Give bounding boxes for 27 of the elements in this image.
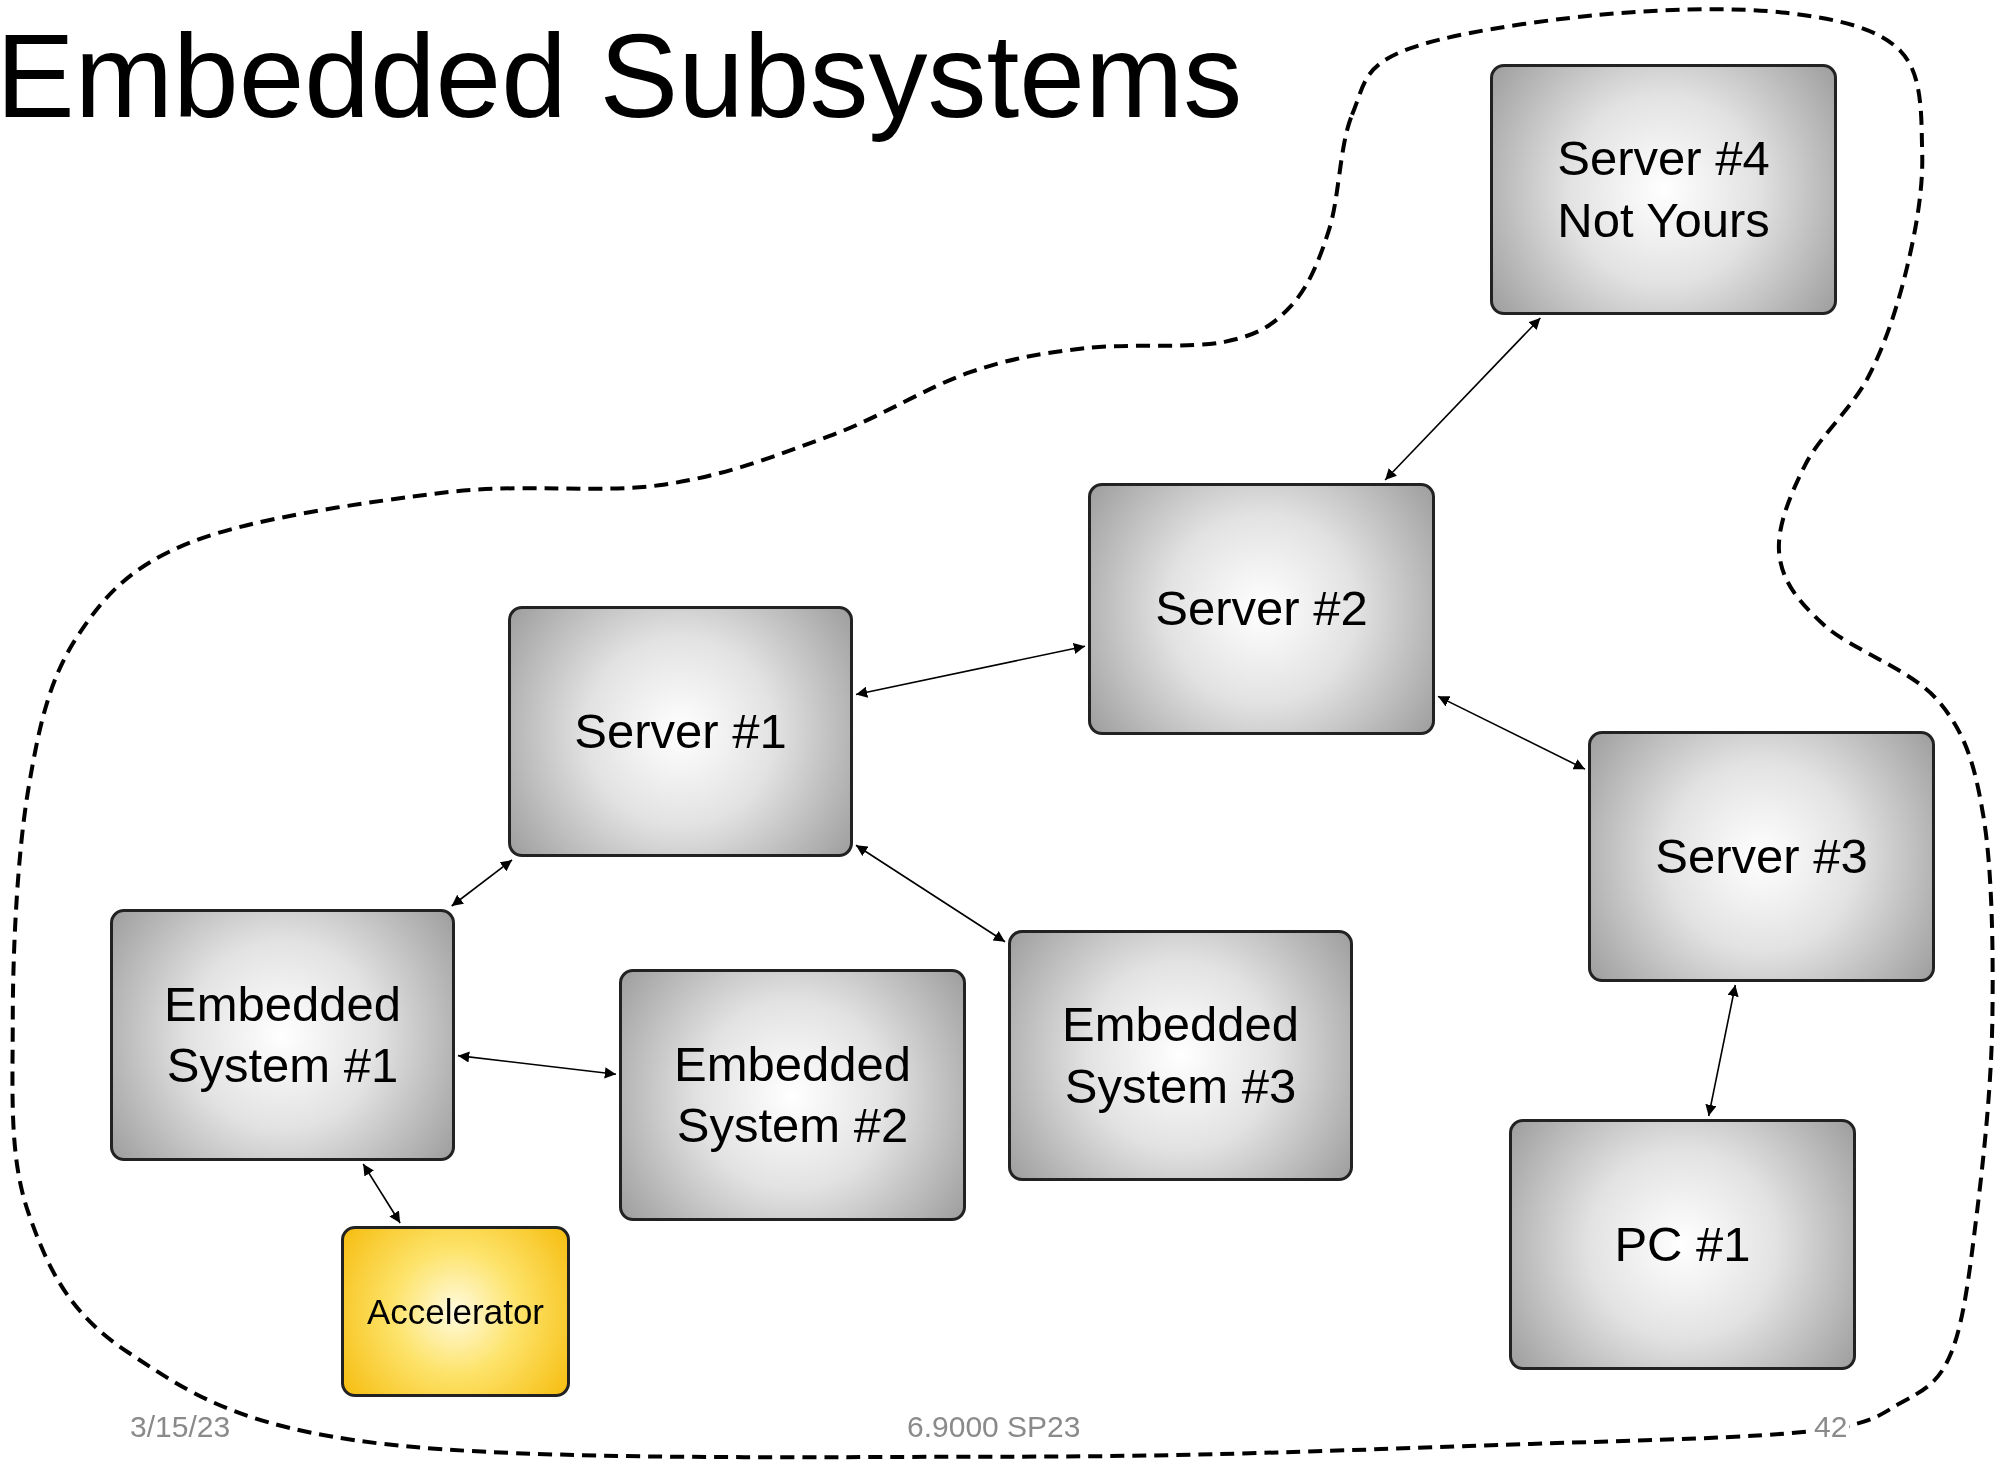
box-label: Server #1	[574, 702, 787, 760]
accelerator-box	[341, 1226, 570, 1397]
double-arrow	[855, 643, 1086, 698]
box-label: Embedded System #2	[673, 1035, 912, 1154]
system-box	[110, 909, 455, 1161]
box-label: Server #2	[1155, 580, 1368, 638]
double-arrow	[457, 1051, 617, 1079]
box-label: Server #3	[1655, 827, 1868, 885]
box-label: Accelerator	[367, 1290, 544, 1333]
system-box	[1588, 731, 1935, 982]
system-box	[1008, 930, 1353, 1181]
box-label: Embedded System #3	[1061, 996, 1300, 1115]
system-box	[619, 969, 966, 1221]
slide-title: Embedded Subsystems	[0, 12, 1243, 142]
system-box	[1509, 1119, 1856, 1370]
double-arrow	[1437, 695, 1586, 770]
double-arrow	[1384, 317, 1542, 481]
double-arrow	[855, 844, 1006, 943]
double-arrow	[1705, 984, 1739, 1117]
box-label: Embedded System #1	[163, 975, 402, 1094]
box-label: PC #1	[1614, 1215, 1751, 1273]
double-arrow	[362, 1163, 401, 1224]
box-label: Server #4 Not Yours	[1556, 130, 1771, 249]
double-arrow	[450, 859, 513, 907]
system-box	[508, 606, 853, 857]
system-box	[1490, 64, 1837, 315]
system-box	[1088, 483, 1435, 735]
